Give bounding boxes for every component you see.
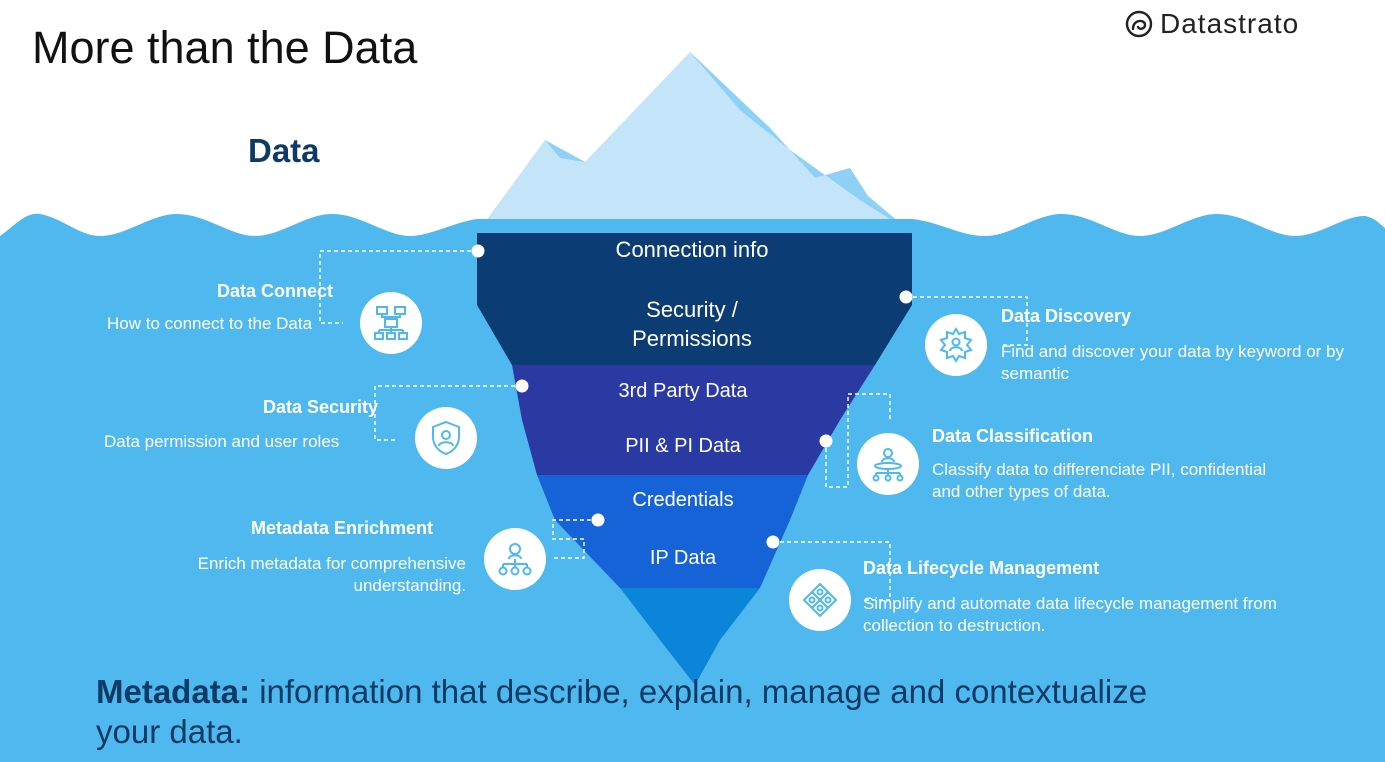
data-lifecycle-icon-badge xyxy=(789,569,851,631)
data-heading: Data xyxy=(248,132,320,169)
dot-data-discovery xyxy=(899,290,913,304)
layer-label-pii: PII & PI Data xyxy=(625,435,741,457)
iceberg-tip xyxy=(477,52,912,233)
data-security-title: Data Security xyxy=(263,397,379,417)
layer-label-connection: Connection info xyxy=(615,237,769,262)
metadata-definition-label: Metadata: xyxy=(96,673,251,710)
data-security-desc: Data permission and user roles xyxy=(104,432,340,451)
layer-label-third-party: 3rd Party Data xyxy=(618,380,748,402)
connector-data-security xyxy=(374,385,522,441)
dot-data-security xyxy=(515,379,529,393)
data-classification-title: Data Classification xyxy=(932,426,1094,446)
connector-metadata-enrichment xyxy=(552,519,598,559)
logo-text: Datastrato xyxy=(1160,8,1300,39)
metadata-enrichment-title: Metadata Enrichment xyxy=(251,518,434,538)
data-classification-icon-badge xyxy=(857,433,919,495)
shield-user-icon xyxy=(432,420,460,456)
data-classification-desc: Classify data to differenciate PII, conf… xyxy=(932,460,1267,502)
brand-logo: Datastrato xyxy=(1124,8,1299,40)
connector-data-classification xyxy=(825,393,891,488)
layer-third-party-pii xyxy=(512,365,875,475)
puzzle-icon xyxy=(802,582,838,618)
swirl-logo-icon xyxy=(1125,10,1153,38)
flowchart-icon xyxy=(374,306,408,340)
layer-connection-security xyxy=(477,233,912,365)
dot-metadata-enrichment xyxy=(591,513,605,527)
data-discovery-icon-badge xyxy=(925,314,987,376)
org-chart-icon xyxy=(498,543,532,576)
dot-data-connect xyxy=(471,244,485,258)
connector-lines xyxy=(319,250,1028,601)
data-discovery-desc: Find and discover your data by keyword o… xyxy=(1001,342,1345,384)
gear-user-icon xyxy=(939,327,973,363)
layer-credentials-ip xyxy=(537,475,808,588)
data-discovery-title: Data Discovery xyxy=(1001,306,1132,326)
metadata-definition-text: information that describe, explain, mana… xyxy=(96,673,1148,750)
connector-data-lifecycle xyxy=(773,541,891,601)
layer-label-ip: IP Data xyxy=(649,547,717,569)
data-connect-title: Data Connect xyxy=(217,281,334,301)
data-connect-desc: How to connect to the Data xyxy=(107,314,313,333)
data-lifecycle-desc: Simplify and automate data lifecycle man… xyxy=(863,594,1277,636)
connector-dots xyxy=(471,244,913,549)
metadata-definition: Metadata: information that describe, exp… xyxy=(96,672,1196,751)
dot-data-classification xyxy=(819,434,833,448)
connector-data-connect xyxy=(319,250,478,324)
metadata-enrichment-desc: Enrich metadata for comprehensive unders… xyxy=(197,554,466,596)
dot-data-lifecycle xyxy=(766,535,780,549)
layer-bottom xyxy=(620,588,760,685)
hierarchy-user-icon xyxy=(872,448,904,482)
data-lifecycle-title: Data Lifecycle Management xyxy=(863,558,1100,578)
metadata-enrichment-icon-badge xyxy=(484,528,546,590)
layer-label-credentials: Credentials xyxy=(632,489,734,511)
data-security-icon-badge xyxy=(415,407,477,469)
layer-label-security: Security / Permissions xyxy=(632,297,752,351)
page-title: More than the Data xyxy=(32,22,418,73)
data-connect-icon-badge xyxy=(360,292,422,354)
